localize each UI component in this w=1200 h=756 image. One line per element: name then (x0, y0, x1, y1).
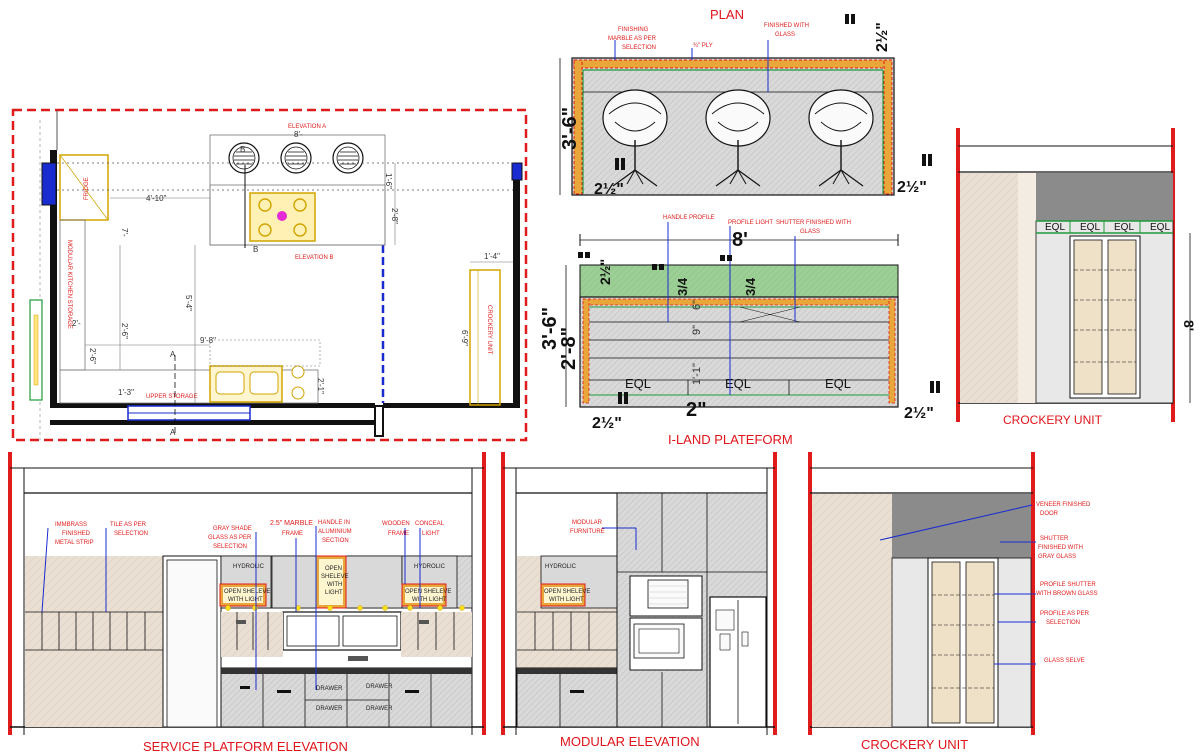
crockery-eql-4: EQL (1150, 222, 1170, 233)
service-drawer-2: DRAWER (366, 684, 393, 690)
iland-dim-34a: 3/4 (675, 277, 690, 296)
marker-b-2: B (240, 145, 245, 154)
plan-dim-1: 4'-10" (146, 194, 167, 203)
iland-note-handle: HANDLE PROFILE (663, 215, 715, 221)
plan-dim-5: 9'-8" (200, 336, 216, 345)
floor-plan: FRIDGE MODULAR KITCHEN STORAGE UPPER STO… (11, 108, 528, 442)
modular-storage-label: MODULAR KITCHEN STORAGE (66, 240, 72, 329)
plan-note-ply: ¾" PLY (693, 43, 713, 49)
modular-hydrolic: HYDROLIC (545, 564, 577, 570)
crockery-eql-2: EQL (1080, 222, 1100, 233)
iland-dim-2in: 2" (686, 399, 707, 421)
elevation-a-label: ELEVATION A (288, 124, 326, 130)
iland-dim-top: 2½" (597, 259, 613, 285)
iland-dim-height-1: 3'-6" (539, 307, 561, 350)
service-title: SERVICE PLATFORM ELEVATION (143, 739, 348, 754)
plan-title: PLAN (710, 7, 744, 22)
plan-dim-top-right: 2½" (874, 22, 891, 52)
crockery-note-glass-shelf: GLASS SELVE (1044, 658, 1085, 664)
marker-b-1: B (253, 245, 258, 254)
iland-note-light: PROFILE LIGHT (728, 220, 773, 226)
iland-dim-6: 6" (691, 300, 703, 310)
modular-title: MODULAR ELEVATION (560, 734, 700, 749)
plan-dim-8: 6'-9" (460, 330, 469, 346)
iland-eql-2: EQL (725, 376, 751, 391)
plan-border (11, 108, 528, 442)
plan-dim-2: 2'-8" (390, 208, 399, 224)
crockery-eql-3: EQL (1114, 222, 1134, 233)
plan-height-dim: 3'-6" (559, 107, 581, 150)
service-drawer-3: DRAWER (316, 706, 343, 712)
iland-dim-br: 2½" (904, 405, 934, 422)
iland-dim-bl: 2½" (592, 415, 622, 432)
plan-dim-bottom-left: 2½" (594, 181, 624, 198)
service-hydrolic-1: HYDROLIC (233, 564, 265, 570)
service-drawer-4: DRAWER (366, 706, 393, 712)
marker-a-2: A (170, 428, 176, 437)
plan-dim-bottom-right: 2½" (897, 179, 927, 196)
crockery-bottom-title: CROCKERY UNIT (861, 737, 968, 752)
crockery-height-dim: 8' (1181, 320, 1197, 331)
plan-dim-13: 1'-6" (384, 173, 393, 189)
crockery-unit-plan-label: CROCKERY UNIT (486, 305, 492, 355)
plan-dim-10: 2'- (72, 319, 81, 328)
fridge-label: FRIDGE (84, 177, 90, 200)
plan-dim-3: 7'- (120, 228, 129, 237)
iland-dim-height-2: 2'-8" (558, 327, 580, 370)
iland-width-dim: 8' (732, 229, 748, 251)
plan-dim-14: 2'-6" (88, 348, 97, 364)
iland-eql-1: EQL (625, 376, 651, 391)
plan-dim-6: 2'-6" (120, 323, 129, 339)
iland-dim-34b: 3/4 (743, 277, 758, 296)
iland-dim-9: 9" (691, 325, 703, 335)
iland-title: I-LAND PLATEFORM (668, 432, 793, 447)
plan-dim-9: 8'- (294, 130, 303, 139)
service-hydrolic-2: HYDROLIC (414, 564, 446, 570)
upper-storage-label: UPPER STORAGE (146, 394, 198, 400)
crockery-right: EQL EQL EQL EQL 8' CROCKERY UNIT (956, 128, 1197, 427)
plan-dim-7: 1'-4" (484, 252, 500, 261)
iland-dim-11: 1'-1" (691, 363, 703, 385)
plan-dim-12: 2'-1" (316, 378, 325, 394)
marker-a-1: A (170, 350, 176, 359)
iland-eql-3: EQL (825, 376, 851, 391)
iland-elevation: EQL EQL EQL 8' HANDLE PROFILE PROFILE LI… (539, 215, 940, 447)
service-drawer-1: DRAWER (316, 686, 343, 692)
plan-dim-4: 5'-4" (184, 295, 193, 311)
crockery-right-title: CROCKERY UNIT (1003, 413, 1103, 427)
crockery-eql-1: EQL (1045, 222, 1065, 233)
elevation-b-label: ELEVATION B (295, 255, 333, 261)
plan-dim-11: 1'-3" (118, 388, 134, 397)
